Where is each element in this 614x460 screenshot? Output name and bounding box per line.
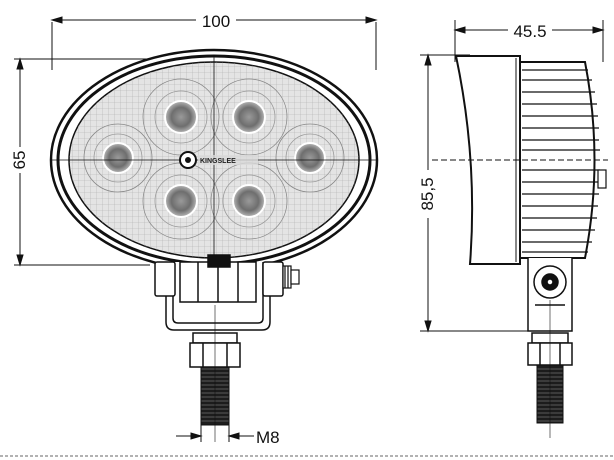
led-mid-right xyxy=(275,123,345,193)
cable-gland xyxy=(282,265,300,289)
depth-label: 45.5 xyxy=(513,22,546,41)
led-top-left xyxy=(142,78,220,156)
led-mid-left xyxy=(83,123,153,193)
led-bottom-right xyxy=(210,162,288,240)
width-label: 100 xyxy=(202,12,230,31)
front-view: 100 65 xyxy=(9,9,379,447)
led-bottom-left xyxy=(142,162,220,240)
height-label: 65 xyxy=(10,151,29,170)
side-view: 45.5 85,5 xyxy=(416,20,608,438)
brand-logo-text: KINGSLEE xyxy=(200,158,236,165)
heat-sink-fins xyxy=(522,69,600,253)
total-height-label: 85,5 xyxy=(418,177,437,210)
thread-label: M8 xyxy=(256,428,280,447)
brand-logo: KINGSLEE xyxy=(179,151,258,169)
led-array xyxy=(83,78,345,240)
mounting-bracket xyxy=(154,254,284,331)
thread-dimension xyxy=(176,425,254,442)
